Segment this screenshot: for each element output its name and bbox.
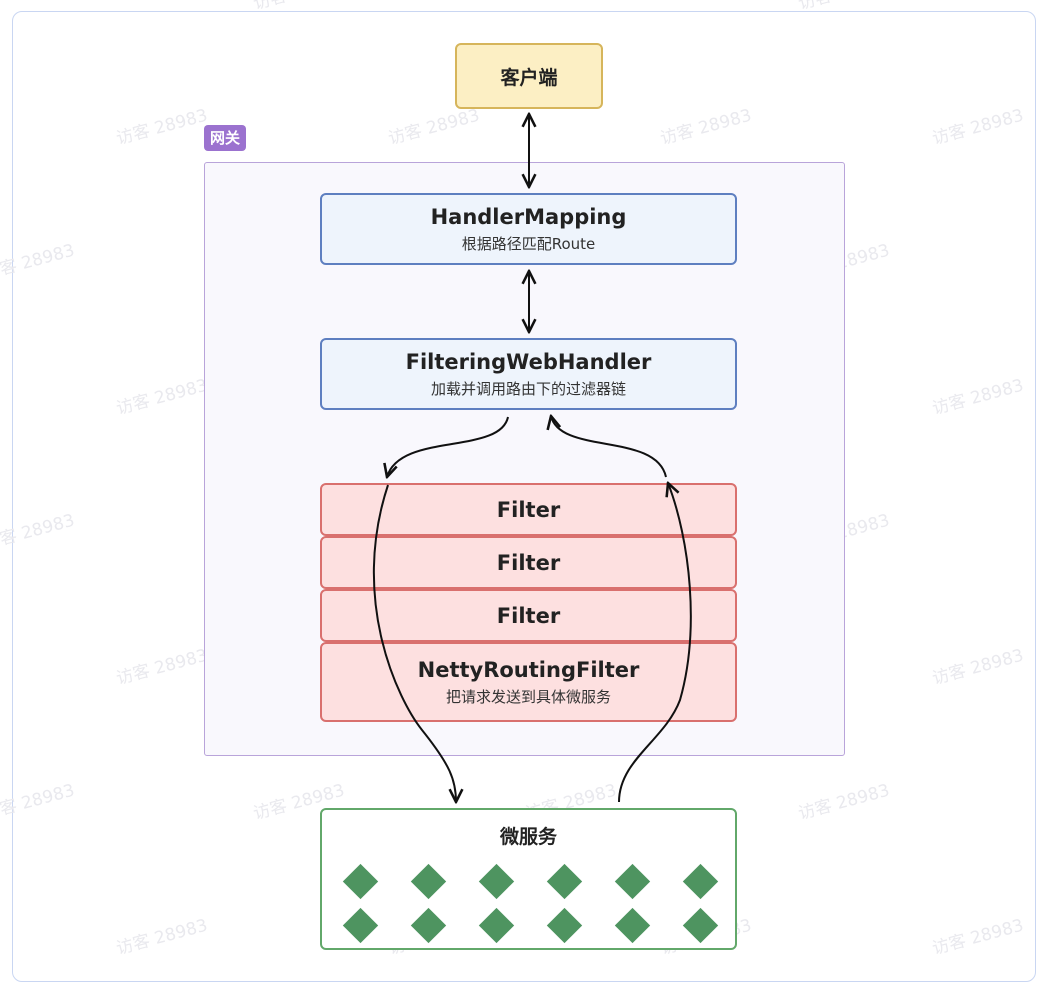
microservices-node[interactable]: 微服务: [320, 808, 737, 950]
microservices-label: 微服务: [499, 826, 557, 848]
filtering-web-handler-title: FilteringWebHandler: [405, 349, 652, 374]
filter-title: Filter: [496, 550, 561, 575]
filter-node-3[interactable]: Filter: [320, 589, 737, 642]
filter-title: Filter: [496, 497, 561, 522]
microservice-instances: [322, 810, 735, 948]
client-label: 客户端: [500, 66, 558, 89]
netty-routing-filter-title: NettyRoutingFilter: [417, 657, 640, 682]
microservice-instance-icon: [614, 863, 651, 900]
filter-node-2[interactable]: Filter: [320, 536, 737, 589]
microservice-instance-icon: [682, 863, 719, 900]
microservice-instance-icon: [614, 907, 651, 944]
filter-node-1[interactable]: Filter: [320, 483, 737, 536]
handler-mapping-subtitle: 根据路径匹配Route: [461, 234, 596, 253]
client-node[interactable]: 客户端: [455, 43, 603, 109]
filtering-web-handler-node[interactable]: FilteringWebHandler 加载并调用路由下的过滤器链: [320, 338, 737, 410]
netty-routing-filter-node[interactable]: NettyRoutingFilter 把请求发送到具体微服务: [320, 642, 737, 722]
netty-routing-filter-subtitle: 把请求发送到具体微服务: [445, 687, 611, 706]
microservice-instance-icon: [410, 907, 447, 944]
microservice-instance-icon: [342, 863, 379, 900]
microservice-instance-icon: [478, 907, 515, 944]
microservice-instance-icon: [410, 863, 447, 900]
microservice-instance-icon: [682, 907, 719, 944]
microservice-instance-icon: [478, 863, 515, 900]
microservice-instance-icon: [546, 907, 583, 944]
handler-mapping-title: HandlerMapping: [430, 204, 627, 229]
filtering-web-handler-subtitle: 加载并调用路由下的过滤器链: [430, 379, 626, 398]
microservice-instance-icon: [342, 907, 379, 944]
handler-mapping-node[interactable]: HandlerMapping 根据路径匹配Route: [320, 193, 737, 265]
microservice-instance-icon: [546, 863, 583, 900]
gateway-label: 网关: [204, 125, 247, 151]
filter-title: Filter: [496, 603, 561, 628]
